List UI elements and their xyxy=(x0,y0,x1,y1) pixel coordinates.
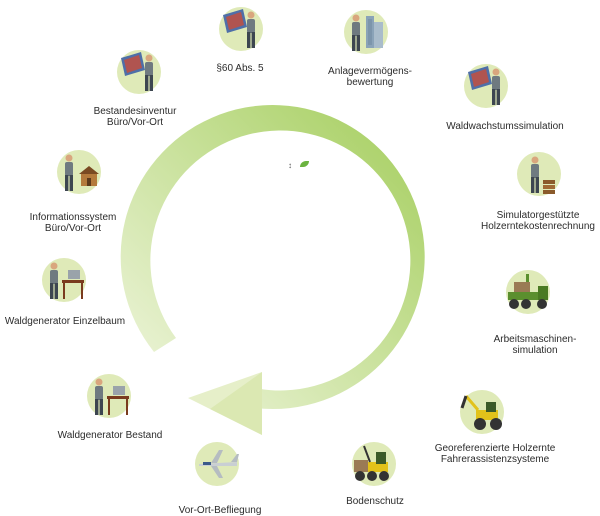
node-label-line: Büro/Vor-Ort xyxy=(106,117,164,128)
node-icon-arbeitsmaschinen xyxy=(504,268,552,316)
node-label-line: Simulatorgestützte xyxy=(496,210,580,221)
person-with-map-icon xyxy=(117,50,161,94)
node-label-bodenschutz: Bodenschutz xyxy=(330,496,420,507)
node-label-line: §60 Abs. 5 xyxy=(216,63,264,74)
node-label-line: Informationssystem xyxy=(29,212,117,223)
node-icon-waldwachstum xyxy=(462,62,510,110)
person-at-computer-icon xyxy=(87,374,131,418)
airplane-icon xyxy=(195,442,239,486)
node-icon-sec60 xyxy=(217,5,265,53)
person-with-building-icon xyxy=(344,10,388,54)
node-icon-einzelbaum xyxy=(40,256,88,304)
node-label-line: Holzerntekostenrechnung xyxy=(481,221,595,232)
node-icon-georef xyxy=(458,388,506,436)
node-icon-befliegung xyxy=(193,440,241,488)
person-with-house-icon xyxy=(57,150,101,194)
person-at-computer-icon xyxy=(42,258,86,302)
node-icon-infosystem xyxy=(55,148,103,196)
node-label-befliegung: Vor-Ort-Befliegung xyxy=(170,505,270,516)
node-label-line: Fahrerassistenzsysteme xyxy=(440,454,550,465)
node-label-waldwachstum: Waldwachstumssimulation xyxy=(440,121,570,132)
node-label-line: Waldgenerator Einzelbaum xyxy=(4,316,126,327)
node-icon-bodenschutz xyxy=(350,440,398,488)
person-with-map-icon xyxy=(464,64,508,108)
node-icon-bestandesinventur xyxy=(115,48,163,96)
node-label-line: Bestandesinventur xyxy=(93,106,177,117)
center-marker: ↕ xyxy=(288,161,292,170)
node-label-line: Bodenschutz xyxy=(346,496,404,507)
node-label-line: Arbeitsmaschinen- xyxy=(493,334,577,345)
node-label-line: Waldwachstumssimulation xyxy=(446,121,564,132)
node-label-bestand: Waldgenerator Bestand xyxy=(45,430,175,441)
node-label-anlage: Anlagevermögens-bewertung xyxy=(325,66,415,88)
loader-machine-icon xyxy=(352,442,396,486)
leaf-icon xyxy=(300,161,309,167)
node-label-line: Georeferenzierte Holzernte xyxy=(434,443,556,454)
cycle-ring-band xyxy=(120,105,425,410)
node-label-line: Waldgenerator Bestand xyxy=(57,430,163,441)
node-icon-anlage xyxy=(342,8,390,56)
node-label-einzelbaum: Waldgenerator Einzelbaum xyxy=(0,316,130,327)
node-icon-simulator xyxy=(515,150,563,198)
harvester-machine-icon xyxy=(460,390,504,434)
node-label-line: Vor-Ort-Befliegung xyxy=(178,505,262,516)
node-label-line: Anlagevermögens- xyxy=(328,66,412,77)
node-label-arbeitsmaschinen: Arbeitsmaschinen-simulation xyxy=(480,334,590,356)
node-icon-bestand xyxy=(85,372,133,420)
node-label-line: bewertung xyxy=(346,77,394,88)
node-label-sec60: §60 Abs. 5 xyxy=(200,63,280,74)
node-label-line: Büro/Vor-Ort xyxy=(44,223,102,234)
person-with-wood-icon xyxy=(517,152,561,196)
person-with-map-icon xyxy=(219,7,263,51)
forwarder-machine-icon xyxy=(506,270,550,314)
node-label-line: simulation xyxy=(512,345,558,356)
